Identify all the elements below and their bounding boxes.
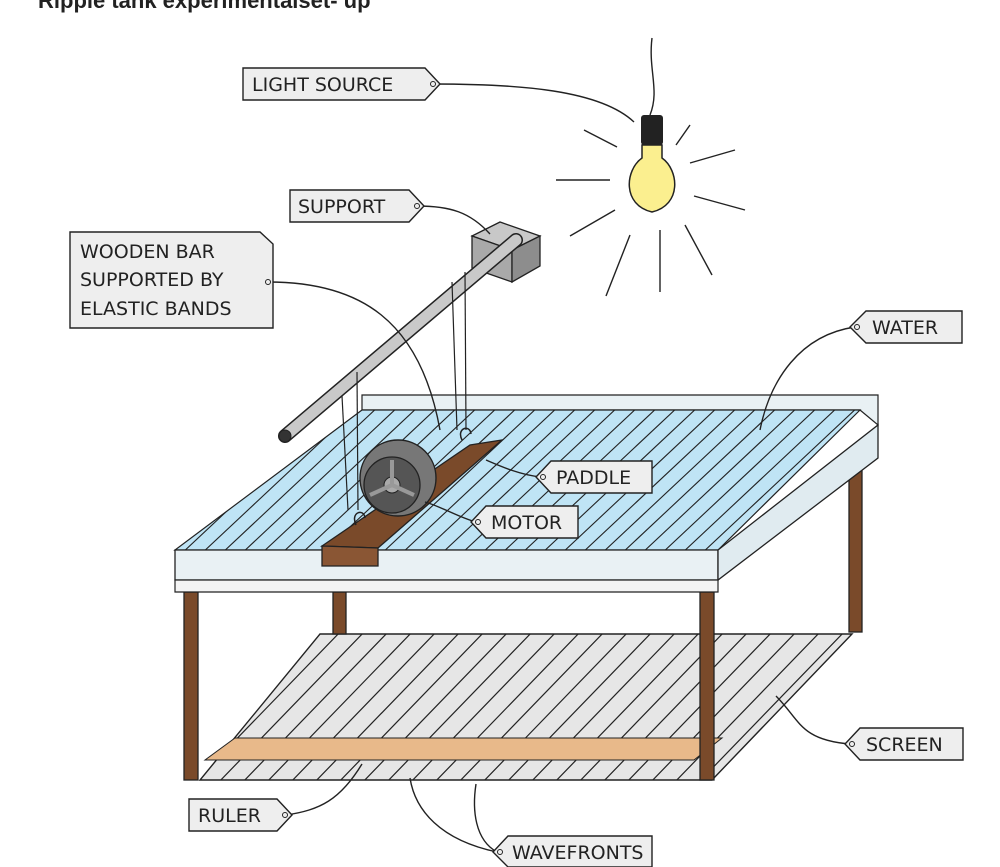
svg-text:PADDLE: PADDLE [556, 467, 631, 489]
label-water: WATER [849, 310, 963, 344]
label-motor: MOTOR [470, 505, 579, 539]
label-wavefronts: WAVEFRONTS [492, 835, 653, 867]
hooks [353, 427, 472, 526]
svg-text:SCREEN: SCREEN [866, 734, 943, 756]
support-rod [279, 234, 522, 442]
motor [359, 439, 437, 517]
light-bulb [556, 37, 746, 297]
label-support: SUPPORT [289, 189, 425, 223]
svg-text:SUPPORT: SUPPORT [298, 196, 386, 218]
light-rays [556, 124, 746, 297]
bulb-cap [641, 115, 663, 145]
wavefront-line [579, 410, 741, 550]
ruler-strip [203, 737, 724, 761]
tank-side-wall [717, 423, 879, 582]
svg-text:MOTOR: MOTOR [491, 512, 562, 534]
svg-text:WOODEN BAR: WOODEN BAR [80, 241, 215, 263]
wavefront-line [695, 634, 847, 780]
page-title: Ripple tank experimentalset- up [38, 0, 371, 13]
wavefront-line [219, 410, 381, 550]
wavefront-line [419, 410, 581, 550]
wavefront-line [859, 410, 860, 550]
bulb-glass [628, 144, 676, 213]
svg-text:ELASTIC BANDS: ELASTIC BANDS [80, 298, 232, 320]
wavefront-line [639, 410, 801, 550]
label-paddle: PADDLE [535, 460, 653, 494]
wavefront-line [659, 410, 821, 550]
label-ruler: RULER [188, 798, 293, 832]
support-stand [278, 221, 542, 443]
label-light-source: LIGHT SOURCE [242, 67, 441, 101]
wavefront-line [239, 410, 401, 550]
wavefront-line [619, 410, 781, 550]
screen [198, 633, 854, 781]
table-legs [183, 449, 863, 781]
svg-text:WAVEFRONTS: WAVEFRONTS [512, 842, 644, 864]
tank-front-wall [174, 549, 719, 581]
label-wooden-bar: WOODEN BAR SUPPORTED BY ELASTIC BANDS [69, 231, 274, 329]
svg-text:SUPPORTED BY: SUPPORTED BY [80, 269, 224, 291]
wavefront-line [599, 410, 761, 550]
bulb-cord [649, 37, 655, 116]
svg-text:LIGHT SOURCE: LIGHT SOURCE [252, 74, 393, 96]
wavefront-line [815, 634, 852, 780]
wavefront-line [379, 410, 541, 550]
wavefront-line [699, 410, 860, 550]
svg-text:WATER: WATER [872, 317, 938, 339]
wavefront-line [175, 410, 221, 550]
elastic-bands [341, 271, 467, 511]
wavefront-line [679, 410, 841, 550]
wavefront-line [671, 634, 823, 780]
wavefront-line [399, 410, 561, 550]
wavefront-line [259, 410, 421, 550]
label-screen: SCREEN [844, 727, 964, 761]
wavefront-line [439, 410, 601, 550]
wavefront-line [839, 634, 852, 780]
svg-text:RULER: RULER [198, 805, 261, 827]
wavefront-line [839, 410, 860, 550]
